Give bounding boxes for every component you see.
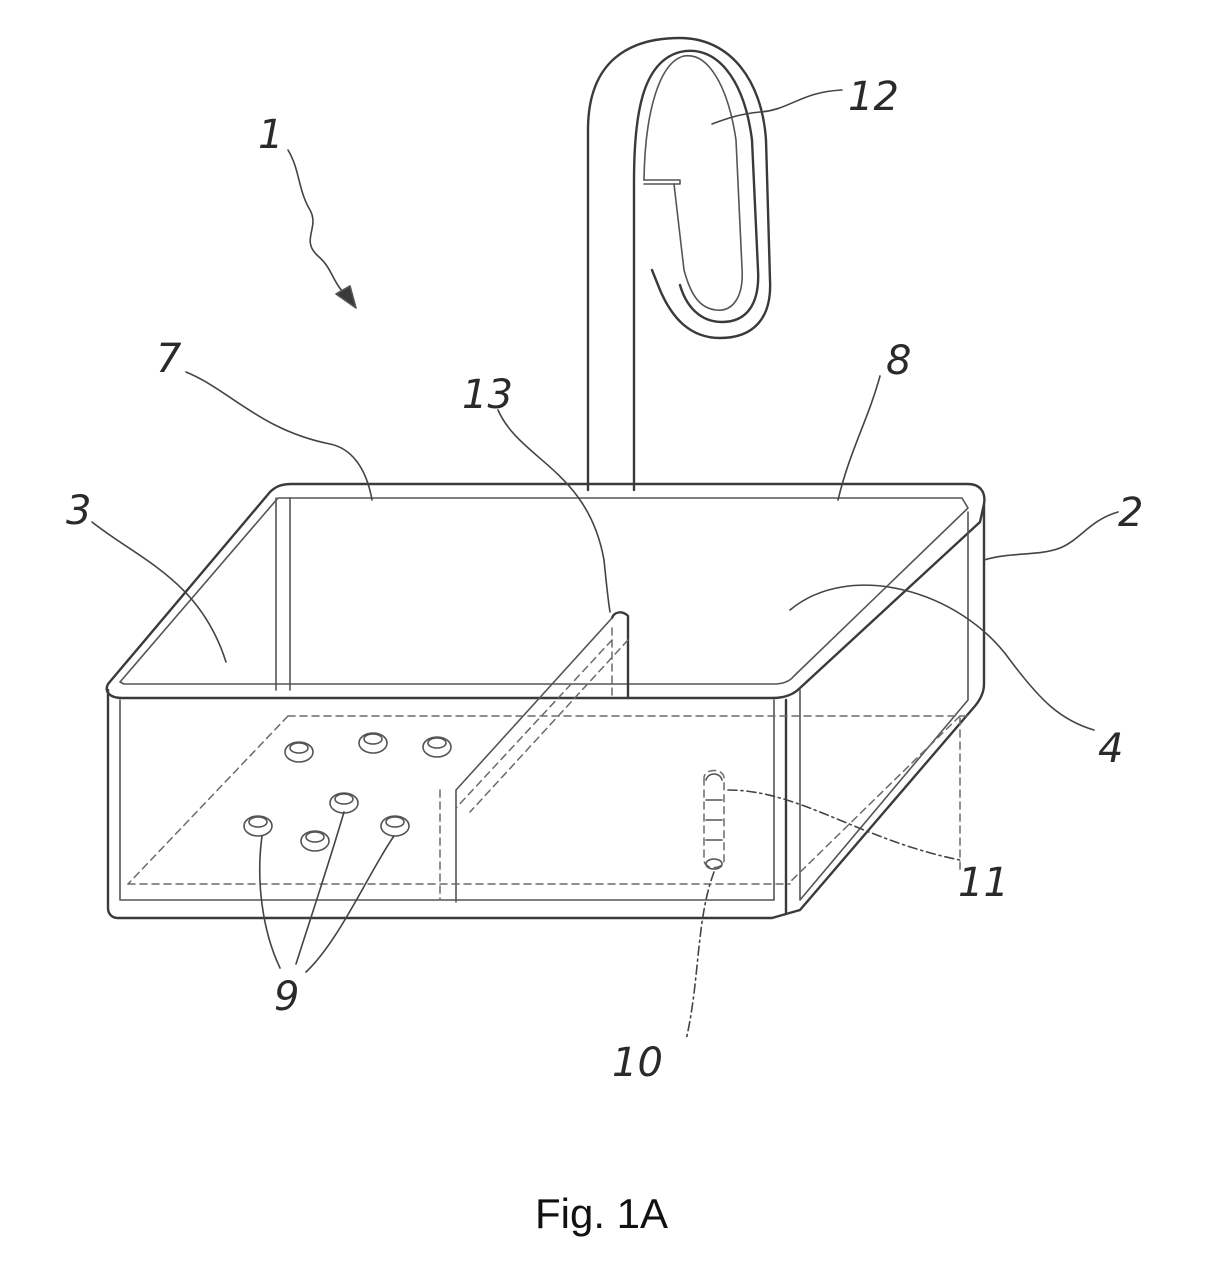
slot-bottom-hole	[705, 858, 723, 870]
hole	[284, 741, 314, 763]
floor-left-diag	[127, 715, 289, 885]
leader-1-arrowhead	[335, 285, 357, 309]
hole	[243, 815, 273, 837]
hole	[358, 732, 388, 754]
slot	[703, 769, 725, 870]
basket	[105, 482, 986, 920]
ref-12: 12	[848, 74, 899, 120]
leader-lines	[91, 89, 1119, 1041]
ref-4: 4	[1098, 726, 1123, 772]
hole	[305, 831, 325, 843]
ref-1: 1	[258, 112, 283, 158]
divider-hidden-3	[455, 639, 613, 809]
slot-top-lens	[705, 773, 723, 781]
basket-top-rim-inner	[119, 497, 969, 685]
hole	[422, 736, 452, 758]
hole	[248, 816, 268, 828]
basket-top-rim-outer	[105, 482, 986, 700]
hole	[427, 737, 447, 749]
hole	[334, 793, 354, 805]
hole	[300, 830, 330, 852]
leader-3	[91, 521, 227, 663]
leader-9c	[305, 835, 395, 973]
ref-10: 10	[612, 1040, 663, 1086]
ref-7: 7	[156, 336, 182, 382]
basket-front-face-inner	[119, 699, 775, 901]
hook	[586, 36, 772, 492]
leader-11	[727, 789, 961, 861]
hole	[385, 816, 405, 828]
leader-8	[837, 375, 881, 501]
hole	[363, 733, 383, 745]
ref-13: 13	[462, 372, 513, 418]
figure-caption: Fig. 1A	[535, 1190, 668, 1237]
leader-2	[983, 511, 1119, 561]
divider-face-front	[455, 617, 613, 903]
basket-right-face-inner	[799, 511, 969, 901]
holes	[243, 732, 452, 852]
hook-crossbar	[643, 179, 681, 185]
leader-13	[497, 409, 611, 613]
basket-right-face	[784, 502, 986, 916]
ref-9: 9	[274, 974, 299, 1020]
hook-loop	[643, 55, 743, 311]
slot-outline	[703, 769, 725, 869]
leader-12	[711, 89, 843, 125]
ref-2: 2	[1118, 490, 1143, 536]
leader-4	[789, 584, 1095, 731]
slot-teeth	[705, 799, 723, 841]
reference-numerals: 1 12 7 13 8 3 2 4 11 10 9	[66, 74, 1143, 1086]
leader-9b	[295, 811, 345, 965]
leader-9a	[258, 835, 281, 969]
divider	[439, 611, 630, 903]
leader-1	[287, 149, 351, 301]
ref-3: 3	[66, 488, 91, 534]
leader-10	[685, 871, 715, 1041]
basket-front-face	[106, 688, 788, 920]
hole	[289, 742, 309, 754]
hook-inner	[632, 49, 760, 492]
divider-hidden-4	[469, 639, 629, 813]
leader-7	[185, 371, 373, 501]
floor-right-diag	[789, 715, 961, 883]
ref-11: 11	[958, 860, 1009, 906]
hole	[329, 792, 359, 814]
hidden-floor	[127, 715, 971, 885]
divider-top	[610, 611, 630, 700]
ref-8: 8	[886, 338, 911, 384]
hook-outer	[586, 36, 772, 492]
hole	[380, 815, 410, 837]
